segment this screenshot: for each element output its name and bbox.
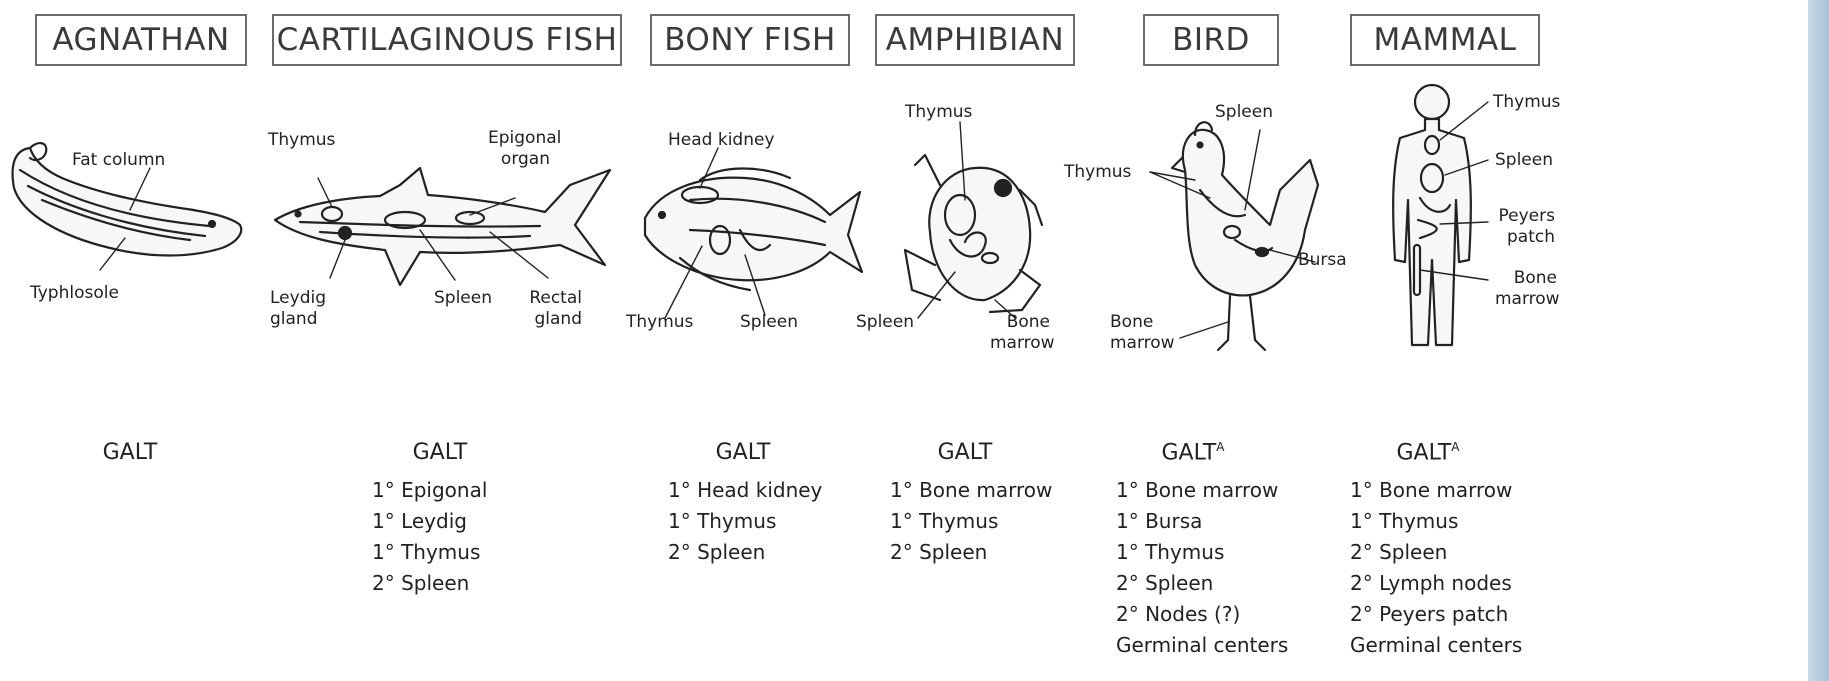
- galt-agnathan: GALT: [55, 440, 205, 465]
- label-spleen: Spleen: [856, 312, 914, 333]
- tissue-item: 1° Epigonal: [372, 475, 487, 506]
- tissue-item: Germinal centers: [1350, 630, 1522, 661]
- label-bone-marrow: Bone marrow: [1110, 312, 1170, 354]
- label-spleen: Spleen: [740, 312, 798, 333]
- tissue-item: 2° Spleen: [372, 568, 487, 599]
- label-spleen: Spleen: [434, 288, 492, 309]
- tissue-item: 1° Thymus: [890, 506, 1052, 537]
- shark-illustration: [275, 168, 610, 285]
- galt-amphibian: GALT: [890, 440, 1040, 465]
- tissue-item: 1° Head kidney: [668, 475, 822, 506]
- tissue-item: 2° Spleen: [668, 537, 822, 568]
- frog-illustration: [905, 122, 1042, 318]
- tissue-item: 1° Thymus: [1350, 506, 1522, 537]
- label-rectal-gland: Rectal gland: [528, 288, 582, 330]
- label-thymus: Thymus: [905, 102, 972, 123]
- human-illustration: [1393, 85, 1488, 345]
- bony-fish-illustration: [645, 148, 862, 318]
- galt-bony: GALT: [668, 440, 818, 465]
- tissue-item: 2° Spleen: [1116, 568, 1288, 599]
- label-spleen: Spleen: [1215, 102, 1273, 123]
- label-fat-column: Fat column: [72, 150, 165, 171]
- tissue-list-mammal: 1° Bone marrow 1° Thymus 2° Spleen 2° Ly…: [1350, 475, 1522, 661]
- tissue-list-amphibian: 1° Bone marrow 1° Thymus 2° Spleen: [890, 475, 1052, 568]
- galt-mammal: GALTA: [1353, 440, 1503, 465]
- label-spleen: Spleen: [1495, 150, 1553, 171]
- tissue-list-bird: 1° Bone marrow 1° Bursa 1° Thymus 2° Spl…: [1116, 475, 1288, 661]
- label-thymus: Thymus: [1493, 92, 1560, 113]
- tissue-item: 1° Bursa: [1116, 506, 1288, 537]
- label-typhlosole: Typhlosole: [30, 283, 119, 304]
- label-bursa: Bursa: [1298, 250, 1347, 271]
- tissue-list-cartilaginous: 1° Epigonal 1° Leydig 1° Thymus 2° Splee…: [372, 475, 487, 599]
- label-bone-marrow: Bone marrow: [1495, 268, 1557, 310]
- tissue-item: 1° Thymus: [668, 506, 822, 537]
- label-head-kidney: Head kidney: [668, 130, 775, 151]
- tissue-item: 1° Bone marrow: [1350, 475, 1522, 506]
- tissue-item: Germinal centers: [1116, 630, 1288, 661]
- label-bone-marrow: Bone marrow: [990, 312, 1050, 354]
- label-peyers-patch: Peyers patch: [1495, 206, 1555, 248]
- rooster-illustration: [1150, 122, 1318, 350]
- tissue-item: 2° Spleen: [1350, 537, 1522, 568]
- tissue-item: 1° Thymus: [1116, 537, 1288, 568]
- side-decoration-strip: [1808, 0, 1829, 681]
- tissue-item: 2° Nodes (?): [1116, 599, 1288, 630]
- label-thymus: Thymus: [1064, 162, 1131, 183]
- tissue-item: 1° Bone marrow: [890, 475, 1052, 506]
- label-thymus: Thymus: [268, 130, 335, 151]
- tissue-item: 2° Lymph nodes: [1350, 568, 1522, 599]
- galt-bird: GALTA: [1118, 440, 1268, 465]
- tissue-item: 2° Spleen: [890, 537, 1052, 568]
- label-thymus: Thymus: [626, 312, 693, 333]
- galt-cartilaginous: GALT: [365, 440, 515, 465]
- tissue-list-bony: 1° Head kidney 1° Thymus 2° Spleen: [668, 475, 822, 568]
- tissue-item: 2° Peyers patch: [1350, 599, 1522, 630]
- label-leydig-gland: Leydig gland: [270, 288, 320, 330]
- label-epigonal-organ: Epigonal organ: [488, 128, 550, 170]
- tissue-item: 1° Leydig: [372, 506, 487, 537]
- tissue-item: 1° Bone marrow: [1116, 475, 1288, 506]
- tissue-item: 1° Thymus: [372, 537, 487, 568]
